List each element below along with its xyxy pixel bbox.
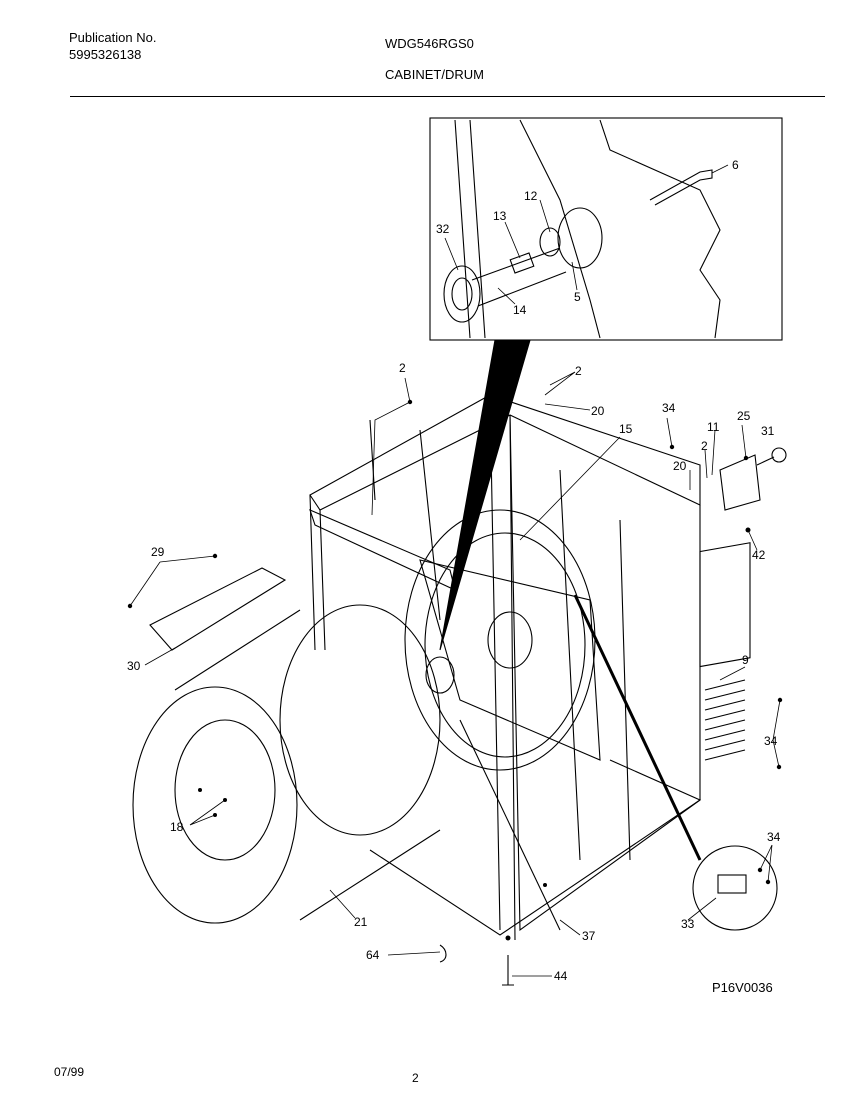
cabinet-right-side <box>509 414 701 932</box>
drive-belt-37 <box>419 559 601 761</box>
drum-hub <box>487 611 533 669</box>
inset-roller-12 <box>539 227 561 257</box>
drum-rear-plate <box>404 509 596 771</box>
page-number: 2 <box>412 1071 419 1085</box>
inset-panel-edge <box>454 119 486 339</box>
callout-42: 42 <box>752 548 766 562</box>
callout-31: 31 <box>761 424 775 438</box>
inset-bracket-6 <box>649 169 713 206</box>
callout-18: 18 <box>170 820 184 834</box>
callout-9: 9 <box>742 653 749 667</box>
callout-25: 25 <box>737 409 751 423</box>
leader-lines <box>129 164 781 977</box>
inset-pulley-32-inner <box>451 277 473 311</box>
drum-rear-plate-inner <box>424 532 586 758</box>
callout-34-top: 34 <box>662 401 676 415</box>
panel-30 <box>149 567 287 651</box>
callout-20-right: 20 <box>673 459 687 473</box>
clip-64 <box>439 944 447 963</box>
callout-11: 11 <box>707 420 720 434</box>
diagram-code: P16V0036 <box>712 980 773 995</box>
drum-front-opening <box>132 686 298 924</box>
sensor-33 <box>717 874 747 894</box>
callout-29: 29 <box>151 545 165 559</box>
callout-37: 37 <box>582 929 596 943</box>
callout-5: 5 <box>574 290 581 304</box>
header-rule <box>70 96 825 97</box>
callout-20-top: 20 <box>591 404 605 418</box>
callout-44: 44 <box>554 969 568 983</box>
front-rail <box>309 509 456 591</box>
belt-line <box>459 719 561 931</box>
callout-64: 64 <box>366 948 380 962</box>
callout-15: 15 <box>619 422 633 436</box>
inset-detail-box <box>429 117 783 341</box>
footer-date: 07/99 <box>54 1065 85 1079</box>
callout-32: 32 <box>436 222 450 236</box>
callout-30: 30 <box>127 659 141 673</box>
model-number: WDG546RGS0 <box>385 36 474 51</box>
callout-2-right: 2 <box>701 439 708 453</box>
projection-beam <box>439 339 531 651</box>
vent-grille-9 <box>699 542 751 668</box>
callout-21: 21 <box>354 915 368 929</box>
drum-body <box>174 609 441 921</box>
callout-33: 33 <box>681 917 695 931</box>
publication-label: Publication No. <box>69 30 157 45</box>
callout-2-top: 2 <box>399 361 406 375</box>
fasteners <box>127 399 783 941</box>
vent-grille-hatch <box>704 679 746 761</box>
zoom-line-33 <box>573 594 702 861</box>
cabinet-interior-lines <box>369 419 631 861</box>
inset-rear-panel <box>519 119 721 339</box>
inset-bearing-13 <box>509 252 535 274</box>
inset-pulley-32 <box>443 265 481 323</box>
idler-pulley <box>425 656 455 694</box>
inset-hub <box>557 207 603 269</box>
knob-31 <box>771 447 787 463</box>
callout-6: 6 <box>732 158 739 172</box>
drum-inner-opening <box>174 719 276 861</box>
callout-12: 12 <box>524 189 538 203</box>
screw-44 <box>502 955 514 986</box>
cabinet-back-post <box>489 394 516 941</box>
callout-2-bracket: 2 <box>575 364 582 378</box>
publication-number: 5995326138 <box>69 47 142 62</box>
cabinet-base <box>369 759 702 936</box>
bracket-25 <box>719 454 761 511</box>
callout-13: 13 <box>493 209 507 223</box>
callout-labels: 6 12 13 32 5 14 2 2 20 34 15 11 25 31 2 … <box>127 158 781 983</box>
section-title: CABINET/DRUM <box>385 67 484 82</box>
callout-14: 14 <box>513 303 527 317</box>
inset-shaft <box>471 247 567 307</box>
cabinet-left-edge <box>309 494 326 651</box>
knob-31-stem <box>756 456 775 466</box>
zoom-circle-33 <box>692 845 778 931</box>
drum-rear-rim <box>279 604 441 836</box>
callout-34-grille: 34 <box>764 734 778 748</box>
callout-34-sensor: 34 <box>767 830 781 844</box>
